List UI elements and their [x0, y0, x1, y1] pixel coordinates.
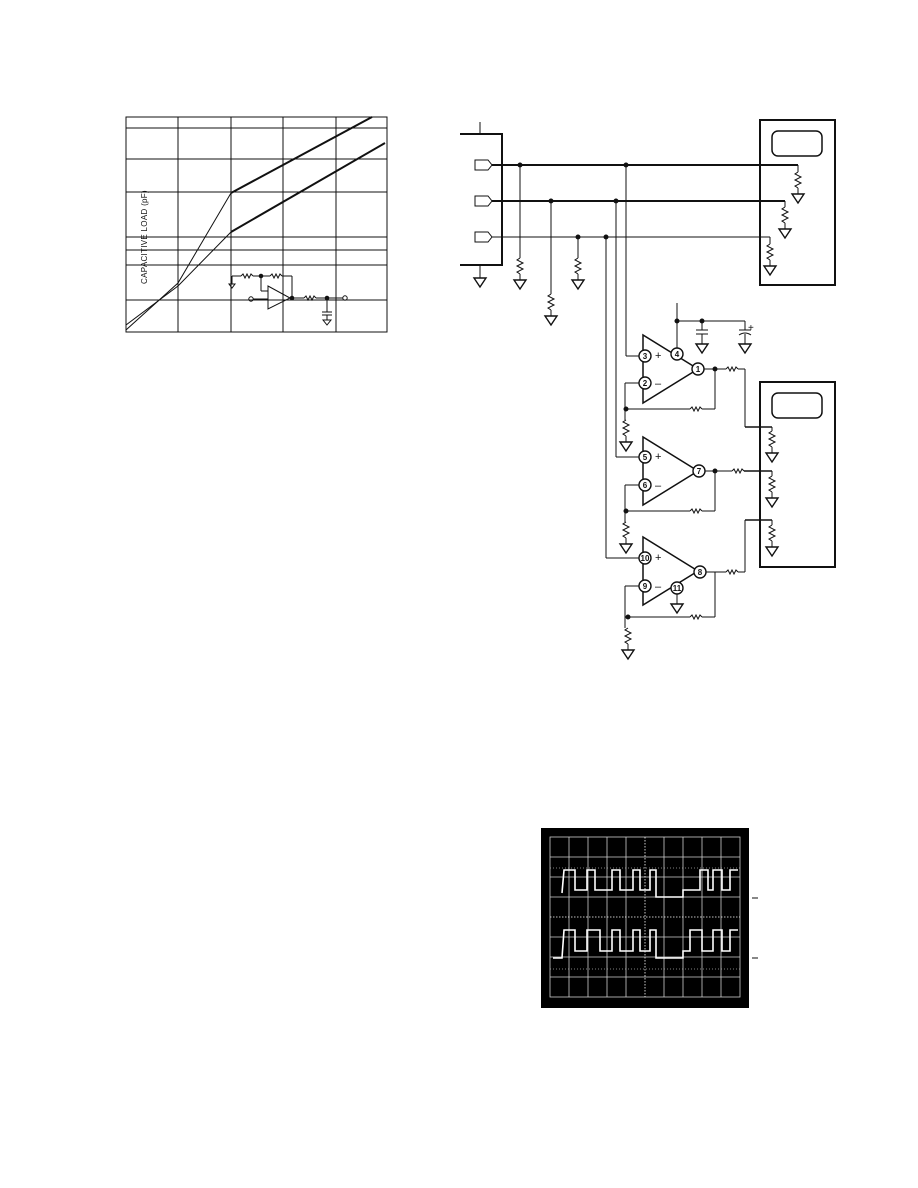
generator-output-3	[474, 231, 493, 243]
amp3-minus: –	[655, 581, 662, 593]
amplifier-1-pins: 3 2 1 4	[638, 347, 705, 390]
trace-1	[561, 869, 738, 898]
generator-output-1	[474, 159, 493, 171]
pin-4-label: 4	[675, 350, 680, 359]
amplifier-1	[619, 333, 772, 452]
curve-lower-low	[125, 231, 232, 326]
curve-lower-high	[230, 142, 386, 233]
amp2-plus: +	[655, 451, 661, 463]
oscilloscope-top	[759, 119, 836, 286]
signal-bus	[492, 162, 798, 559]
pin-2-label: 2	[643, 379, 648, 388]
pin-8-label: 8	[698, 568, 703, 577]
pin-5-label: 5	[643, 453, 648, 462]
pin-9-label: 9	[643, 582, 648, 591]
amplifier-2	[619, 435, 772, 554]
scope-screen-bottom	[771, 392, 823, 419]
curve-upper-low	[125, 192, 232, 331]
pin-3-label: 3	[643, 352, 648, 361]
amplifier-2-pins: 5 6 7	[638, 450, 706, 492]
scope-traces	[553, 869, 738, 959]
amp2-minus: –	[655, 480, 662, 492]
curve-upper-high	[230, 116, 373, 194]
inset-circuit	[228, 272, 348, 326]
amplifier-3-pins: 10 9 8 11	[638, 551, 707, 595]
generator-output-2	[474, 195, 493, 207]
power-supply-bypass	[674, 303, 752, 354]
chart-frame	[125, 116, 388, 333]
pin-10-label: 10	[641, 554, 650, 563]
pin-6-label: 6	[643, 481, 648, 490]
pin-7-label: 7	[697, 467, 702, 476]
cap-plus-sign: +	[748, 323, 754, 334]
oscilloscope-bottom	[759, 381, 836, 568]
pin-11-label: 11	[673, 584, 682, 593]
amp3-plus: +	[655, 552, 661, 564]
trace-markers	[752, 897, 758, 959]
signal-generator	[460, 122, 503, 288]
amp1-minus: –	[655, 378, 662, 390]
pin-1-label: 1	[696, 365, 701, 374]
trace-2	[553, 929, 738, 959]
scope-screen-top	[771, 130, 823, 157]
amp1-plus: +	[655, 350, 661, 362]
